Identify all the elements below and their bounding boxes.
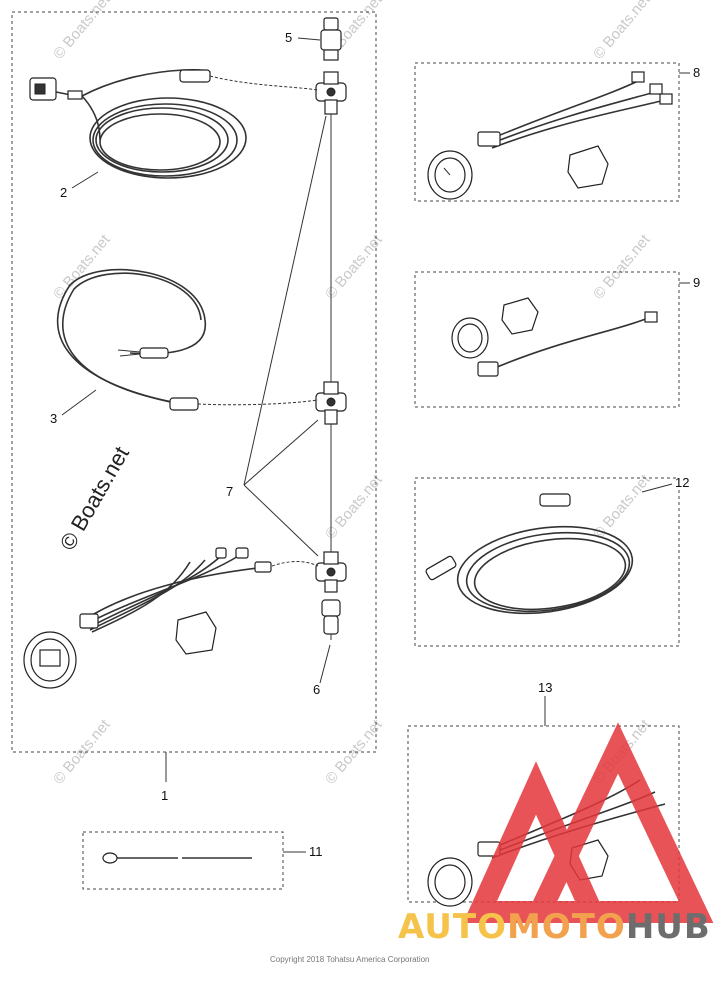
watermark: © Boats.net (590, 231, 654, 303)
callout-13: 13 (538, 680, 552, 695)
part-2-cable (29, 69, 319, 179)
watermark: © Boats.net (322, 471, 386, 543)
copyright-text: Copyright 2018 Tohatsu America Corporati… (270, 955, 430, 964)
tee-connector-middle (315, 381, 347, 425)
brand-text-moto: MOTO (507, 907, 626, 947)
callout-5: 5 (285, 30, 292, 45)
brand-text-auto: AUTO (398, 907, 507, 947)
group-box-1 (11, 11, 377, 753)
part-11-tie (102, 852, 252, 864)
group-box-12 (414, 477, 680, 647)
callout-7: 7 (226, 484, 233, 499)
logo-triangle-right (522, 722, 714, 923)
watermark: © Boats.net (50, 0, 114, 63)
callout-1: 1 (161, 788, 168, 803)
gauge-assembly-9 (451, 297, 658, 377)
watermark: © Boats.net (50, 231, 114, 303)
part-5-terminator (320, 17, 342, 61)
watermark: © Boats.net (590, 0, 654, 63)
part-3-cable (56, 268, 319, 411)
callouts: 5 2 3 7 6 1 8 9 12 13 11 (50, 30, 700, 859)
group-box-11 (82, 831, 284, 890)
group-box-9 (414, 271, 680, 408)
part-6-connector (321, 599, 341, 640)
watermark: © Boats.net (322, 231, 386, 303)
callout-8: 8 (693, 65, 700, 80)
brand-text: AUTOMOTOHUB (398, 907, 711, 947)
tee-connector-bottom (315, 551, 347, 593)
cable-coil-12 (425, 493, 634, 615)
callout-2: 2 (60, 185, 67, 200)
callout-6: 6 (313, 682, 320, 697)
callout-12: 12 (675, 475, 689, 490)
brand-logo-mark (462, 722, 714, 923)
gauge-assembly-8 (427, 71, 673, 200)
callout-leaders (61, 37, 690, 853)
gauge-assembly-1 (23, 547, 319, 689)
group-box-8 (414, 62, 680, 202)
tee-connector-top (315, 71, 347, 115)
callout-9: 9 (693, 275, 700, 290)
part-7-leaders (243, 115, 327, 557)
callout-3: 3 (50, 411, 57, 426)
callout-11: 11 (309, 844, 323, 859)
brand-text-hub: HUB (626, 907, 711, 947)
watermark-large: © Boats.net (55, 442, 134, 554)
